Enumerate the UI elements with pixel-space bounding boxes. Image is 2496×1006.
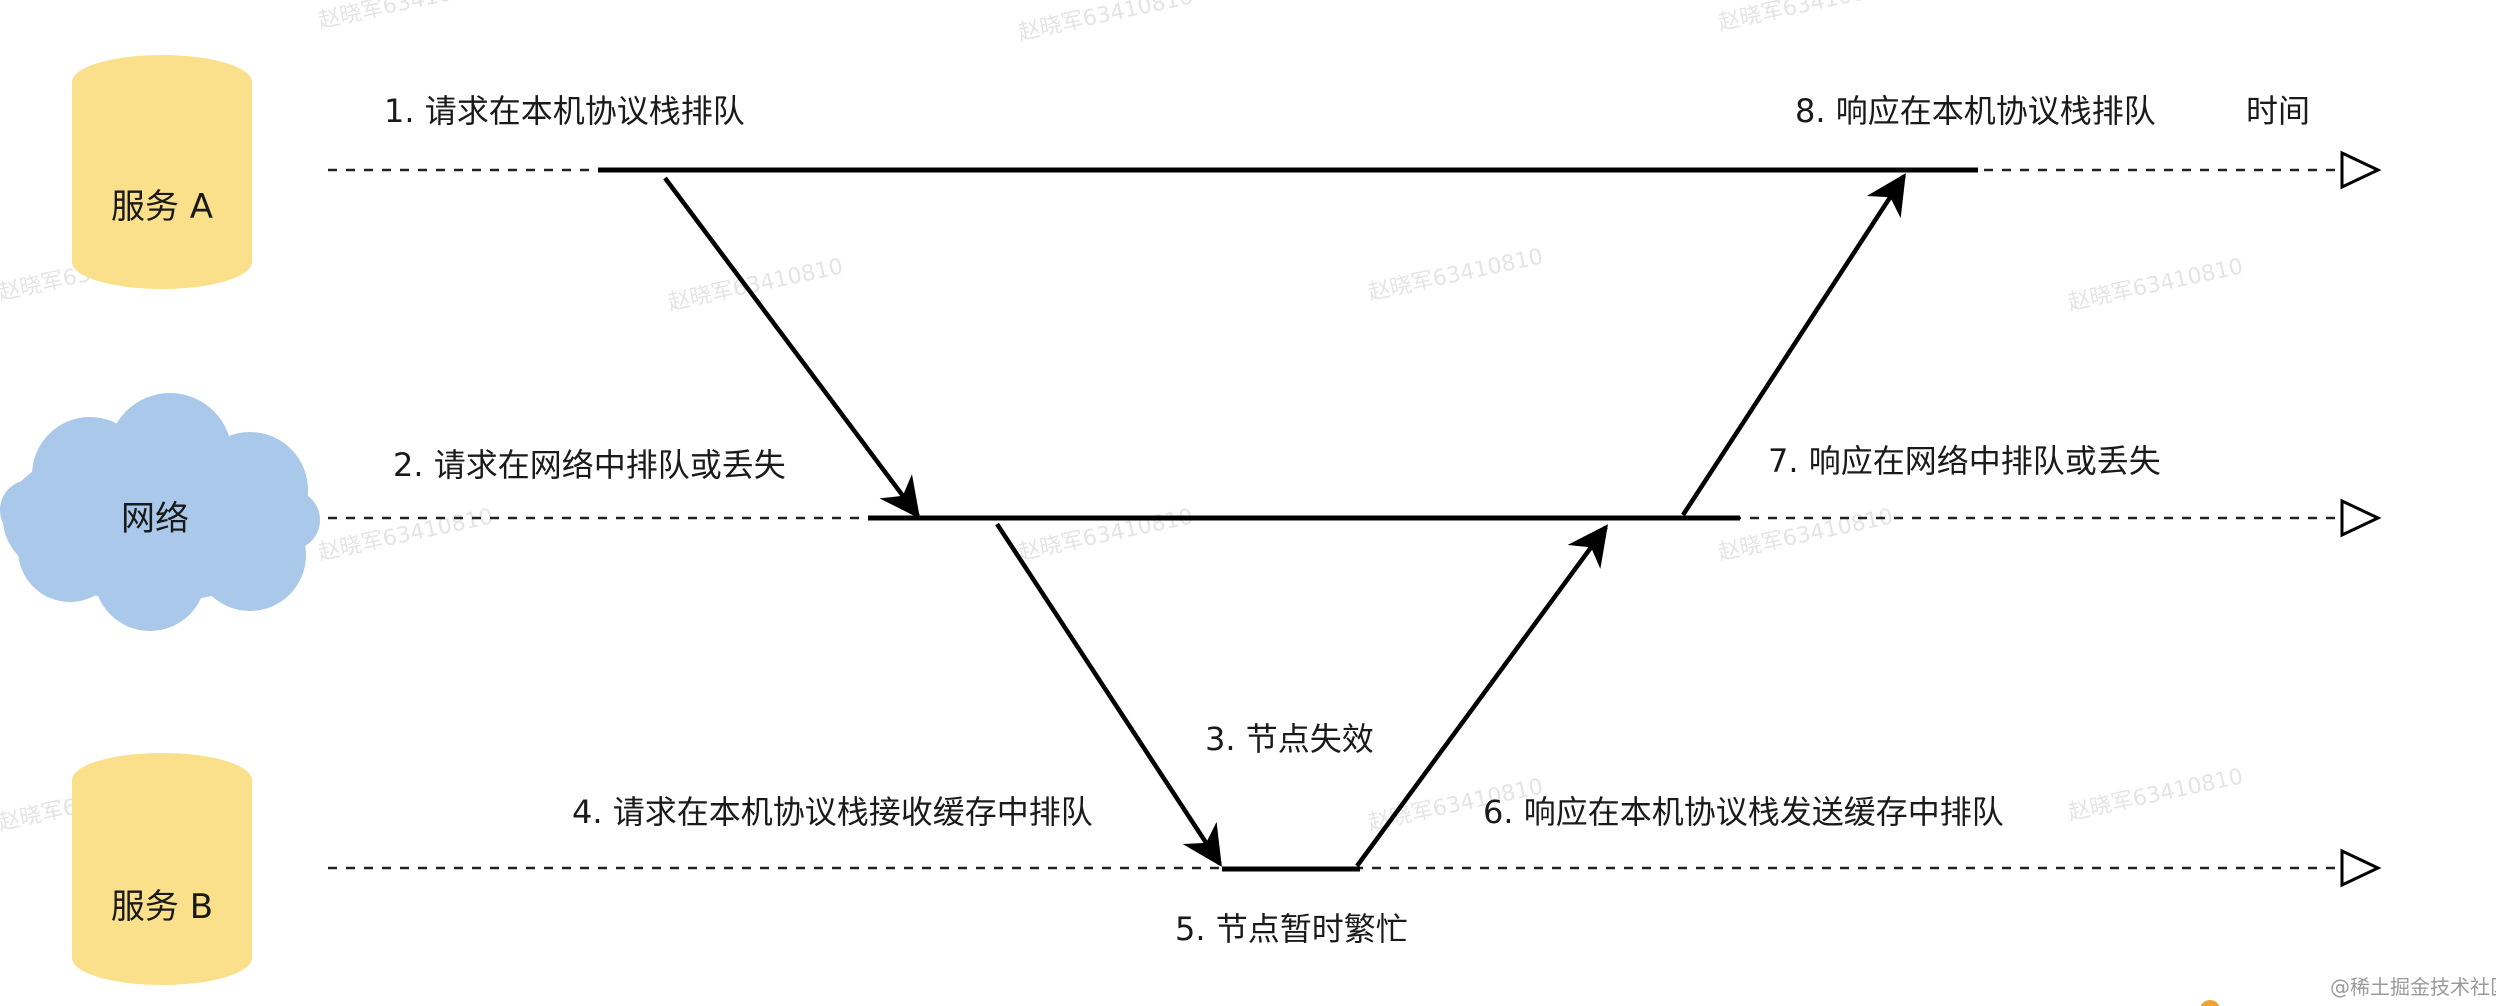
request-a-to-network-arrow	[663, 176, 921, 519]
service-a-node: 服务 A	[72, 55, 252, 289]
step-labels: 1. 请求在本机协议栈排队 8. 响应在本机协议栈排队 时间 2. 请求在网络中…	[384, 92, 2310, 948]
timeline-a-arrow-icon	[2340, 150, 2382, 190]
watermark-text: 赵晓军63410810	[2066, 764, 2245, 825]
watermark-text: 赵晓军63410810	[1716, 0, 1895, 36]
corner-badge-fragment	[2200, 1000, 2220, 1006]
timeline-network-arrow-icon	[2340, 498, 2382, 538]
step-5-label: 5. 节点暂时繁忙	[1175, 910, 1408, 948]
step-6-label: 6. 响应在本机协议栈发送缓存中排队	[1483, 793, 2004, 831]
time-arrow-heads	[2340, 150, 2382, 888]
network-node: 网络	[0, 393, 320, 631]
watermark-text: 赵晓军63410810	[666, 254, 845, 315]
service-a-label: 服务 A	[111, 187, 213, 227]
response-b-to-network-arrow	[1355, 524, 1608, 868]
queue-segments	[598, 167, 1978, 872]
service-b-label: 服务 B	[111, 887, 213, 927]
watermark-text: 赵晓军63410810	[1366, 244, 1545, 305]
message-arrows	[663, 173, 1906, 868]
step-4-label: 4. 请求在本机协议栈接收缓存中排队	[572, 793, 1093, 831]
network-cloud	[0, 393, 320, 631]
watermark-text: 赵晓军63410810	[2066, 254, 2245, 315]
network-label: 网络	[121, 499, 189, 539]
watermark-text: 赵晓军63410810	[1016, 504, 1195, 565]
watermark-text: 赵晓军63410810	[316, 504, 495, 565]
timelines	[328, 168, 2338, 870]
response-network-to-a-arrow	[1681, 173, 1906, 517]
timeline-b-arrow-icon	[2340, 848, 2382, 888]
time-label: 时间	[2246, 92, 2310, 130]
step-8-label: 8. 响应在本机协议栈排队	[1795, 92, 2156, 130]
watermark-text: 赵晓军63410810	[1016, 0, 1195, 46]
request-network-to-b-arrow	[995, 522, 1222, 867]
step-1-label: 1. 请求在本机协议栈排队	[384, 92, 745, 130]
service-b-cylinder	[72, 753, 252, 985]
step-7-label: 7. 响应在网络中排队或丢失	[1768, 442, 2161, 480]
watermark-text: 赵晓军63410810	[1716, 504, 1895, 565]
step-2-label: 2. 请求在网络中排队或丢失	[393, 446, 786, 484]
watermark-text: 赵晓军63410810	[316, 0, 495, 34]
service-b-node: 服务 B	[72, 753, 252, 985]
step-3-label: 3. 节点失效	[1205, 720, 1374, 758]
service-a-cylinder	[72, 55, 252, 289]
site-credit: @稀土掘金技术社区	[2330, 975, 2496, 999]
